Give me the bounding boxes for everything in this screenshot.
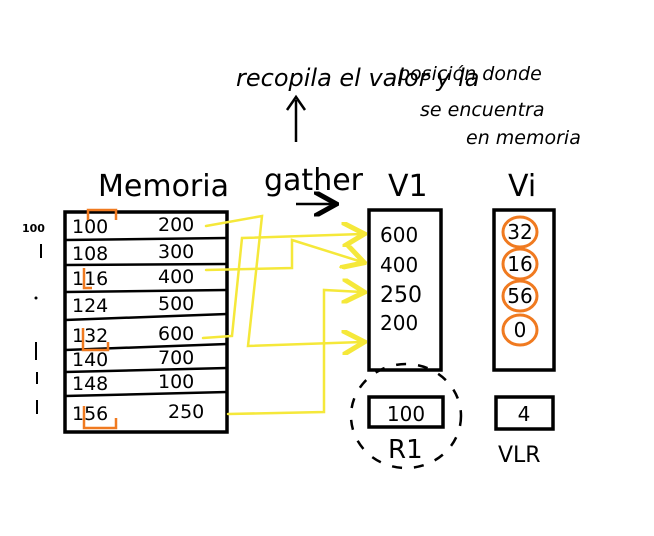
memory-value: 500 (158, 293, 194, 315)
memory-address: 156 (72, 403, 108, 425)
v1-title: V1 (388, 169, 428, 204)
memory-address: 116 (72, 268, 108, 290)
vi-values: 32 16 56 0 (501, 215, 539, 347)
vi-highlight-circle (501, 279, 539, 313)
vi-highlight-circle (501, 247, 539, 281)
arrow-400 (204, 238, 362, 272)
annotation-line-4: en memoria (466, 127, 581, 149)
arrow-600 (201, 234, 362, 340)
vi-value: 56 (507, 284, 532, 308)
memoria-title: Memoria (98, 169, 229, 204)
arrow-200 (204, 214, 362, 346)
memory-address: 140 (72, 349, 108, 371)
r1-dashed-circle (349, 362, 463, 470)
v1-register (367, 208, 443, 372)
r1-register: 100 (367, 395, 445, 429)
memory-address: 100 (72, 216, 108, 238)
memory-address: 124 (72, 295, 108, 317)
r1-value: 100 (387, 402, 425, 426)
memory-value: 400 (158, 266, 194, 288)
memory-value: 200 (158, 214, 194, 236)
memory-value: 300 (158, 241, 194, 263)
memory-side-dots (34, 244, 42, 414)
vi-highlight-circle (501, 215, 539, 249)
vlr-register: 4 (494, 395, 555, 431)
v1-value: 400 (380, 253, 418, 277)
annotation-line-3: se encuentra (420, 99, 544, 121)
annotation-line-2: posición donde (397, 63, 542, 85)
v1-value: 200 (380, 311, 418, 335)
memory-row-lines (64, 236, 228, 398)
arrow-250 (226, 290, 362, 416)
memory-table: 100 200 108 300 116 400 124 500 132 600 140 700 148 1… (63, 210, 229, 434)
vlr-value: 4 (518, 402, 531, 426)
annotation-line-1: recopila el valor y la (236, 64, 479, 92)
memory-address: 132 (72, 325, 108, 347)
memory-value: 250 (168, 401, 204, 423)
annotation-up-arrow (285, 94, 307, 142)
vi-title: Vi (508, 169, 536, 204)
gather-title: gather (264, 163, 364, 198)
vi-value: 32 (507, 220, 532, 244)
vi-highlight-circle (501, 313, 539, 347)
v1-value: 250 (380, 283, 422, 308)
vi-value: 16 (507, 252, 532, 276)
memory-start-label: 100 (22, 222, 45, 235)
memory-address: 108 (72, 243, 108, 265)
address-highlights (81, 208, 118, 430)
v1-values: 600 400 250 200 (380, 223, 422, 335)
memory-value: 100 (158, 371, 194, 393)
memory-value: 600 (158, 323, 194, 345)
memory-address: 148 (72, 373, 108, 395)
memory-value: 700 (158, 347, 194, 369)
gather-arrows (201, 214, 362, 416)
vlr-label: VLR (498, 443, 541, 468)
vi-register (492, 208, 556, 372)
r1-label: R1 (388, 435, 423, 465)
vi-value: 0 (514, 318, 527, 342)
v1-value: 600 (380, 223, 418, 247)
